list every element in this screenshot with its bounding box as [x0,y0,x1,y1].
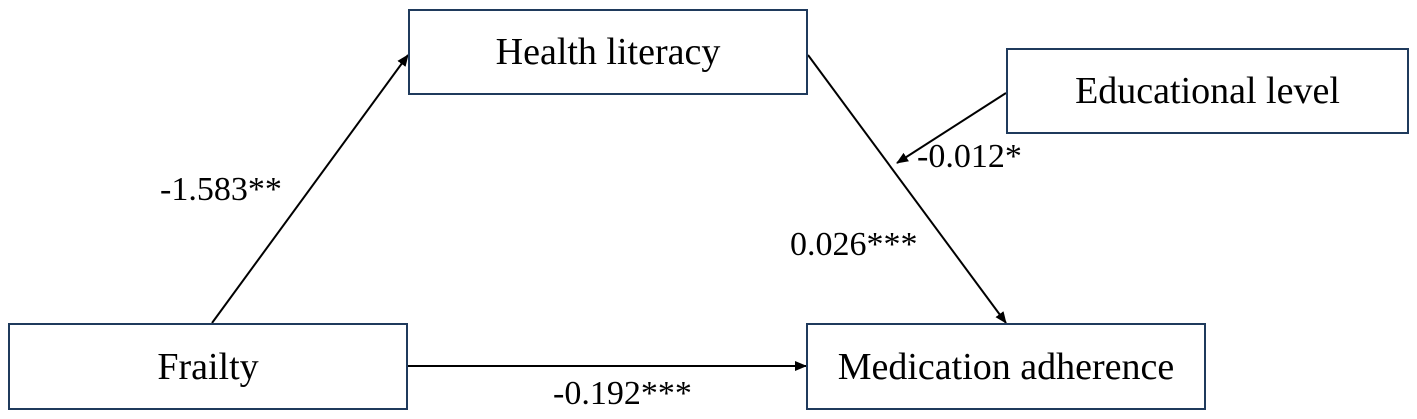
node-educational-level: Educational level [1006,48,1409,134]
node-medication-adherence-label: Medication adherence [837,345,1175,388]
node-frailty-label: Frailty [157,345,259,388]
arrow-frailty-to-health-literacy [211,54,409,324]
node-health-literacy-label: Health literacy [495,31,721,73]
arrow-educational-level-moderation [896,92,1007,164]
coef-educational-level-moderation: -0.012* [917,138,1022,175]
node-frailty: Frailty [8,323,408,410]
coef-frailty-to-medication-adherence: -0.192*** [553,375,692,412]
arrow-health-literacy-to-medication-adherence [807,54,1007,324]
node-medication-adherence: Medication adherence [806,323,1206,410]
coef-health-literacy-to-medication-adherence: 0.026*** [790,226,918,263]
node-health-literacy: Health literacy [408,9,808,95]
node-educational-level-label: Educational level [1075,70,1340,112]
coef-frailty-to-health-literacy: -1.583** [160,171,282,208]
